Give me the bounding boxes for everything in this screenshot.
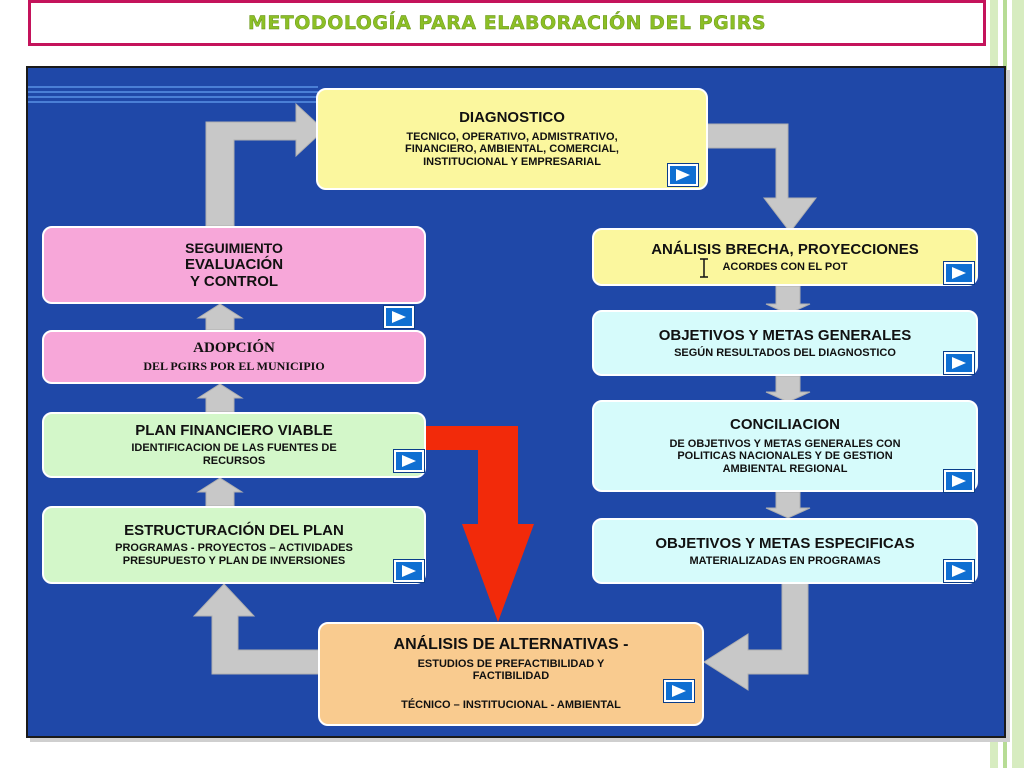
play-link-icon — [402, 455, 416, 467]
decorative-stripe — [28, 86, 318, 103]
box-text: IDENTIFICACION DE LAS FUENTES DE — [131, 442, 337, 455]
flow-arrow — [205, 102, 325, 227]
link-button-seguimiento[interactable] — [383, 305, 415, 329]
box-heading: ADOPCIÓN — [193, 339, 275, 356]
flow-arrow — [765, 285, 811, 315]
slide-decoration-bar — [1012, 0, 1024, 768]
flow-arrow — [192, 583, 321, 675]
box-heading: PLAN FINANCIERO VIABLE — [135, 422, 333, 440]
flow-arrow — [703, 581, 809, 691]
link-button-conciliacion[interactable] — [943, 469, 975, 493]
box-text: DEL PGIRS POR EL MUNICIPIO — [143, 359, 325, 374]
link-button-alternativas[interactable] — [663, 679, 695, 703]
box-heading: DIAGNOSTICO — [459, 109, 565, 127]
box-analisis-brecha: ANÁLISIS BRECHA, PROYECCIONES ACORDES CO… — [592, 228, 978, 286]
box-heading: ANÁLISIS BRECHA, PROYECCIONES — [651, 240, 919, 258]
play-link-icon — [952, 267, 966, 279]
box-text: INSTITUCIONAL Y EMPRESARIAL — [423, 155, 601, 168]
text-cursor-icon — [700, 258, 708, 278]
box-heading: ESTRUCTURACIÓN DEL PLAN — [124, 522, 344, 540]
box-text: ACORDES CON EL POT — [722, 260, 848, 273]
flow-arrows — [28, 86, 818, 691]
box-diagnostico: DIAGNOSTICO TECNICO, OPERATIVO, ADMISTRA… — [316, 88, 708, 190]
box-objetivos-especificos: OBJETIVOS Y METAS ESPECIFICAS MATERIALIZ… — [592, 518, 978, 584]
flow-arrow — [196, 383, 244, 413]
play-link-icon — [952, 565, 966, 577]
flow-arrow — [705, 123, 818, 233]
box-heading: CONCILIACION — [730, 416, 840, 434]
box-heading: EVALUACIÓN — [184, 255, 284, 273]
flow-arrow — [196, 303, 244, 331]
box-conciliacion: CONCILIACION DE OBJETIVOS Y METAS GENERA… — [592, 400, 978, 492]
link-button-diagnostico[interactable] — [667, 163, 699, 187]
box-plan-financiero: PLAN FINANCIERO VIABLE IDENTIFICACION DE… — [42, 412, 426, 478]
link-button-plan-financiero[interactable] — [393, 449, 425, 473]
box-text: FINANCIERO, AMBIENTAL, COMERCIAL, — [405, 143, 619, 156]
box-heading: OBJETIVOS Y METAS ESPECIFICAS — [655, 534, 915, 552]
flow-arrow — [765, 491, 811, 519]
play-link-icon — [672, 685, 686, 697]
box-text: RECURSOS — [202, 455, 266, 468]
box-text: TÉCNICO – INSTITUCIONAL - AMBIENTAL — [401, 699, 621, 712]
box-analisis-alternativas: ANÁLISIS DE ALTERNATIVAS - ESTUDIOS DE P… — [318, 622, 704, 726]
box-heading: Y CONTROL — [189, 273, 279, 291]
play-link-icon — [402, 565, 416, 577]
box-text: POLITICAS NACIONALES Y DE GESTION — [677, 450, 893, 463]
box-text: ESTUDIOS DE PREFACTIBILIDAD Y — [417, 657, 605, 670]
title-banner: METODOLOGÍA PARA ELABORACIÓN DEL PGIRS — [28, 0, 986, 46]
box-heading: SEGUIMIENTO — [185, 239, 283, 256]
box-objetivos-generales: OBJETIVOS Y METAS GENERALES SEGÚN RESULT… — [592, 310, 978, 376]
play-link-icon — [676, 169, 690, 181]
flow-arrow — [196, 477, 244, 507]
play-link-icon — [952, 475, 966, 487]
box-text: SEGÚN RESULTADOS DEL DIAGNOSTICO — [674, 346, 896, 359]
box-text: FACTIBILIDAD — [472, 670, 550, 683]
box-text: TECNICO, OPERATIVO, ADMISTRATIVO, — [406, 130, 618, 143]
link-button-estructuracion[interactable] — [393, 559, 425, 583]
play-link-icon — [392, 311, 406, 323]
flow-arrow — [765, 375, 811, 403]
box-estructuracion: ESTRUCTURACIÓN DEL PLAN PROGRAMAS - PROY… — [42, 506, 426, 584]
box-text: PRESUPUESTO Y PLAN DE INVERSIONES — [122, 555, 346, 568]
play-link-icon — [952, 357, 966, 369]
box-heading: OBJETIVOS Y METAS GENERALES — [658, 326, 912, 344]
box-text: PROGRAMAS - PROYECTOS – ACTIVIDADES — [115, 542, 353, 555]
box-text: MATERIALIZADAS EN PROGRAMAS — [689, 554, 881, 567]
box-heading: ANÁLISIS DE ALTERNATIVAS - — [393, 636, 629, 654]
box-adopcion: ADOPCIÓN DEL PGIRS POR EL MUNICIPIO — [42, 330, 426, 384]
page-title: METODOLOGÍA PARA ELABORACIÓN DEL PGIRS — [247, 12, 767, 34]
link-button-brecha[interactable] — [943, 261, 975, 285]
highlight-arrow — [426, 426, 534, 622]
link-button-objetivos-generales[interactable] — [943, 351, 975, 375]
box-seguimiento: SEGUIMIENTO EVALUACIÓN Y CONTROL — [42, 226, 426, 304]
box-text: DE OBJETIVOS Y METAS GENERALES CON — [669, 437, 901, 450]
box-text: AMBIENTAL REGIONAL — [722, 462, 848, 475]
methodology-diagram: DIAGNOSTICO TECNICO, OPERATIVO, ADMISTRA… — [26, 66, 1006, 738]
link-button-objetivos-especificos[interactable] — [943, 559, 975, 583]
